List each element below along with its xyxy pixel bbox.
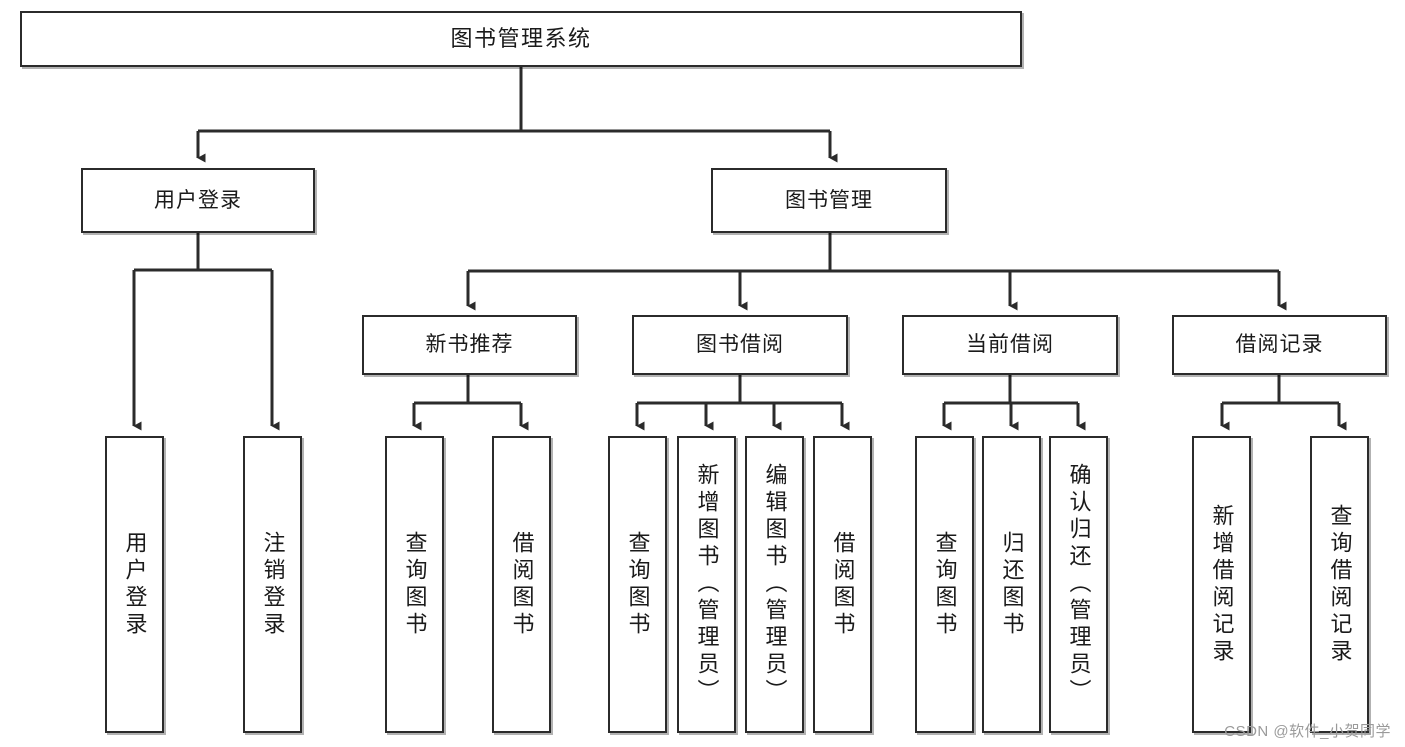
node-label: 借阅图书 [830, 530, 856, 639]
node-new-book-recommend[interactable]: 新书推荐 [362, 315, 577, 375]
node-leaf-return-book[interactable]: 归还图书 [982, 436, 1041, 733]
node-label: 新增借阅记录 [1209, 503, 1235, 666]
node-borrow-record[interactable]: 借阅记录 [1172, 315, 1387, 375]
node-root-book-management-system[interactable]: 图书管理系统 [20, 11, 1022, 67]
node-leaf-user-login[interactable]: 用户登录 [105, 436, 164, 733]
node-book-borrow[interactable]: 图书借阅 [632, 315, 848, 375]
node-leaf-borrow-book-1[interactable]: 借阅图书 [492, 436, 551, 733]
node-leaf-confirm-return[interactable]: 确认归还（管理员） [1049, 436, 1108, 733]
node-leaf-query-record[interactable]: 查询借阅记录 [1310, 436, 1369, 733]
node-label: 查询图书 [625, 530, 651, 639]
node-leaf-query-book-1[interactable]: 查询图书 [385, 436, 444, 733]
node-leaf-logout-login[interactable]: 注销登录 [243, 436, 302, 733]
watermark: CSDN @软件_小贺同学 [1224, 723, 1391, 740]
node-label: 用户登录 [154, 188, 242, 212]
node-label: 借阅图书 [509, 530, 535, 639]
node-leaf-query-book-3[interactable]: 查询图书 [915, 436, 974, 733]
node-label: 查询图书 [932, 530, 958, 639]
node-label: 查询借阅记录 [1327, 503, 1353, 666]
node-label: 新书推荐 [425, 333, 514, 357]
node-label: 图书借阅 [696, 333, 784, 357]
node-label: 图书管理系统 [450, 25, 592, 51]
node-leaf-add-book[interactable]: 新增图书（管理员） [677, 436, 736, 733]
node-label: 用户登录 [122, 530, 148, 639]
node-book-management[interactable]: 图书管理 [711, 168, 947, 233]
node-label: 注销登录 [260, 530, 286, 639]
node-user-login[interactable]: 用户登录 [81, 168, 315, 233]
node-leaf-query-book-2[interactable]: 查询图书 [608, 436, 667, 733]
node-label: 编辑图书（管理员） [762, 463, 788, 706]
node-label: 查询图书 [402, 530, 428, 639]
node-label: 图书管理 [785, 188, 873, 212]
node-label: 当前借阅 [966, 333, 1054, 357]
node-current-borrow[interactable]: 当前借阅 [902, 315, 1118, 375]
node-leaf-edit-book[interactable]: 编辑图书（管理员） [745, 436, 804, 733]
node-label: 归还图书 [999, 530, 1025, 639]
node-leaf-borrow-book-2[interactable]: 借阅图书 [813, 436, 872, 733]
node-label: 确认归还（管理员） [1066, 463, 1092, 706]
node-label: 借阅记录 [1235, 333, 1324, 357]
node-label: 新增图书（管理员） [694, 463, 720, 706]
node-leaf-add-record[interactable]: 新增借阅记录 [1192, 436, 1251, 733]
